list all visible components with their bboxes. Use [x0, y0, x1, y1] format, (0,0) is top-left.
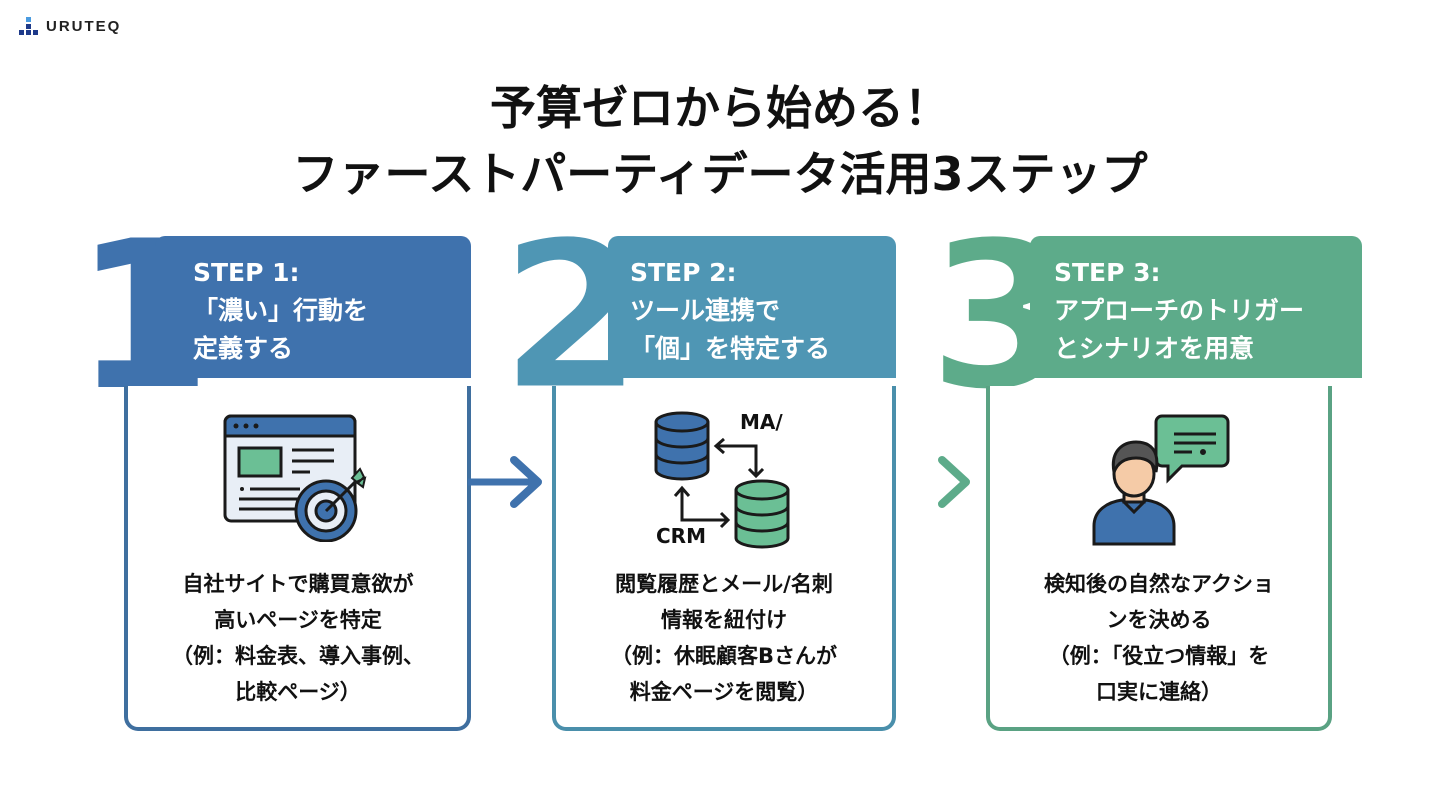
desc-line: 料金ページを閲覧）	[629, 680, 819, 704]
step-desc-3: 検知後の自然なアクショ ンを決める （例：「役立つ情報」を 口実に連絡）	[990, 566, 1328, 710]
desc-line: （例：料金表、導入事例、	[172, 644, 424, 668]
page-title-line1: 予算ゼロから始める！	[490, 81, 950, 135]
step-desc-1: 自社サイトで購買意欲が 高いページを特定 （例：料金表、導入事例、 比較ページ）	[128, 566, 468, 710]
desc-line: 自社サイトで購買意欲が	[182, 572, 414, 596]
desc-line: （例：休眠顧客Bさんが	[610, 644, 837, 668]
step-heading-1a: 「濃い」行動を	[193, 296, 369, 325]
arrow-right-icon	[896, 452, 976, 512]
brand-logo: URUTEQ	[18, 15, 121, 37]
step-header-2: STEP 2: ツール連携で 「個」を特定する	[608, 236, 896, 378]
desc-line: 口実に連絡）	[1096, 680, 1222, 704]
step-heading-3a: アプローチのトリガー	[1054, 296, 1305, 325]
brand-name: URUTEQ	[46, 17, 122, 35]
crm-label: CRM	[656, 524, 706, 548]
step-label-2: STEP 2:	[630, 258, 737, 287]
step-heading-3b: とシナリオを用意	[1054, 334, 1255, 363]
step-label-1: STEP 1:	[193, 258, 300, 287]
ma-label: MA/	[740, 410, 783, 434]
webpage-target-icon	[222, 412, 372, 542]
step-header-1: STEP 1: 「濃い」行動を 定義する	[155, 236, 471, 378]
desc-line: 閲覧履歴とメール/名刺	[615, 572, 833, 596]
desc-line: ンを決める	[1106, 608, 1212, 632]
step-desc-2: 閲覧履歴とメール/名刺 情報を紐付け （例：休眠顧客Bさんが 料金ページを閲覧）	[556, 566, 892, 710]
step-header-3: STEP 3: アプローチのトリガー とシナリオを用意	[1030, 236, 1362, 378]
step-heading-2a: ツール連携で	[630, 296, 781, 325]
database-sync-icon	[648, 408, 808, 553]
desc-line: 情報を紐付け	[661, 608, 787, 632]
person-speech-bubble-icon	[1088, 410, 1233, 550]
step-label-3: STEP 3:	[1054, 258, 1161, 287]
desc-line: （例：「役立つ情報」を	[1048, 644, 1270, 668]
bar-blocks-logo-icon	[18, 15, 40, 37]
step-heading-1b: 定義する	[193, 334, 294, 363]
desc-line: 比較ページ）	[235, 680, 361, 704]
desc-line: 検知後の自然なアクショ	[1044, 572, 1274, 596]
page-title-line2: ファーストパーティデータ活用3ステップ	[292, 147, 1148, 201]
desc-line: 高いページを特定	[214, 608, 382, 632]
arrow-right-icon	[468, 452, 548, 512]
step-body-2	[552, 386, 896, 731]
step-heading-2b: 「個」を特定する	[630, 334, 831, 363]
